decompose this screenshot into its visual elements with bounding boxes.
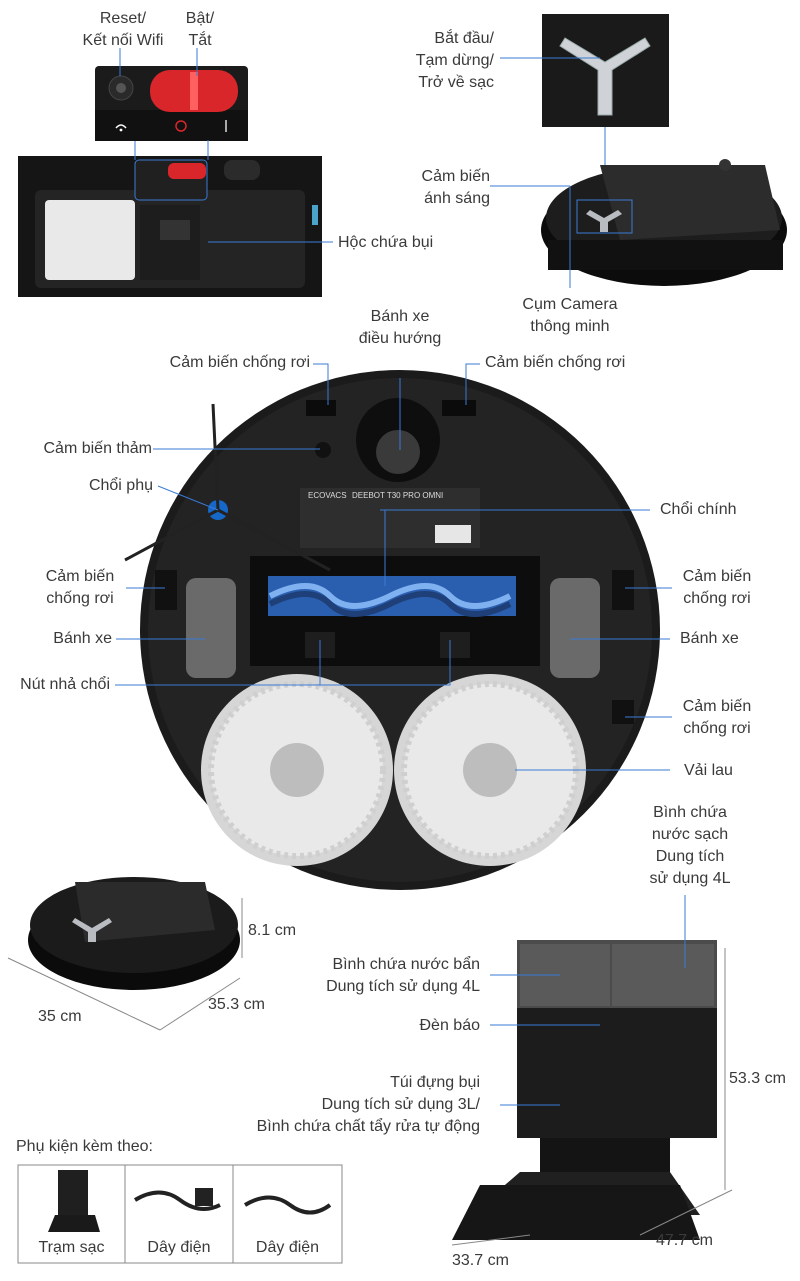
label-clean-tank-4: sử dụng 4L <box>649 870 731 887</box>
top-button-photo <box>542 14 669 127</box>
label-start-3: Trở về sạc <box>418 74 494 91</box>
label-dirty-tank-2: Dung tích sử dụng 4L <box>326 978 480 995</box>
device-brand: ECOVACS <box>308 491 347 500</box>
label-clean-tank-2: nước sạch <box>651 826 729 843</box>
label-cliff-left-1: Cảm biến <box>45 568 115 585</box>
label-indicator: Đèn báo <box>419 1017 481 1034</box>
label-clean-tank-1: Bình chứa <box>653 804 727 821</box>
label-start-1: Bắt đầu/ <box>434 30 494 47</box>
robot-dims-photo <box>28 877 240 990</box>
label-dirty-tank-1: Bình chứa nước bẩn <box>332 956 480 973</box>
label-guide-wheel-1: Bánh xe <box>370 308 430 325</box>
dustbin-photo <box>18 140 322 297</box>
label-camera-1: Cụm Camera <box>522 296 618 313</box>
label-camera-2: thông minh <box>530 318 610 335</box>
accessories-title: Phụ kiện kèm theo: <box>16 1138 153 1155</box>
label-dust-bag-2: Dung tích sử dụng 3L/ <box>321 1096 480 1113</box>
acc-cable2-label: Dây điện <box>255 1239 320 1256</box>
button-panel <box>95 66 248 141</box>
label-power-2: Tắt <box>188 32 212 49</box>
label-start-2: Tạm dừng/ <box>415 52 494 69</box>
dim-robot-width: 35 cm <box>38 1008 82 1025</box>
label-mop: Vải lau <box>684 762 733 779</box>
label-reset-1: Reset/ <box>99 10 147 27</box>
dim-robot-depth: 35.3 cm <box>208 996 265 1013</box>
label-light-2: ánh sáng <box>424 190 490 207</box>
device-model: DEEBOT T30 PRO OMNI <box>352 491 444 500</box>
acc-dock-label: Trạm sạc <box>38 1239 105 1256</box>
dim-station-height: 53.3 cm <box>729 1070 786 1087</box>
label-power-1: Bật/ <box>185 10 215 27</box>
label-side-brush: Chổi phụ <box>88 477 153 494</box>
label-reset-2: Kết nối Wifi <box>82 32 164 49</box>
label-cliff-right-1: Cảm biến <box>682 568 752 585</box>
dim-station-width: 33.7 cm <box>452 1252 509 1269</box>
label-wheel-left: Bánh xe <box>53 630 112 647</box>
label-cliff-right2-2: chống rơi <box>683 720 751 737</box>
robot-underside <box>124 370 660 890</box>
label-guide-wheel-2: điều hướng <box>358 330 442 347</box>
label-cliff-right-2: chống rơi <box>683 590 751 607</box>
station-photo <box>452 940 717 1240</box>
label-dust-bag-3: Bình chứa chất tẩy rửa tự động <box>256 1118 480 1135</box>
label-cliff-top-right: Cảm biến chống rơi <box>485 354 626 371</box>
label-carpet-sensor: Cảm biến thảm <box>43 440 153 457</box>
label-wheel-right: Bánh xe <box>680 630 739 647</box>
label-dustbin: Hộc chứa bụi <box>338 234 434 251</box>
accessories-table <box>17 1164 343 1264</box>
label-cliff-right2-1: Cảm biến <box>682 698 752 715</box>
label-brush-release: Nút nhả chổi <box>20 676 110 693</box>
label-main-brush: Chổi chính <box>660 501 737 518</box>
dim-robot-height: 8.1 cm <box>248 922 297 939</box>
label-clean-tank-3: Dung tích <box>655 848 725 865</box>
robot-top-view <box>541 159 787 286</box>
label-light-1: Cảm biến <box>421 168 490 185</box>
label-cliff-top-left: Cảm biến chống rơi <box>169 354 310 371</box>
acc-cable1-label: Dây điện <box>147 1239 211 1256</box>
dim-station-depth: 47.7 cm <box>656 1232 713 1249</box>
label-dust-bag-1: Túi đựng bụi <box>390 1074 480 1091</box>
label-cliff-left-2: chống rơi <box>46 590 114 607</box>
